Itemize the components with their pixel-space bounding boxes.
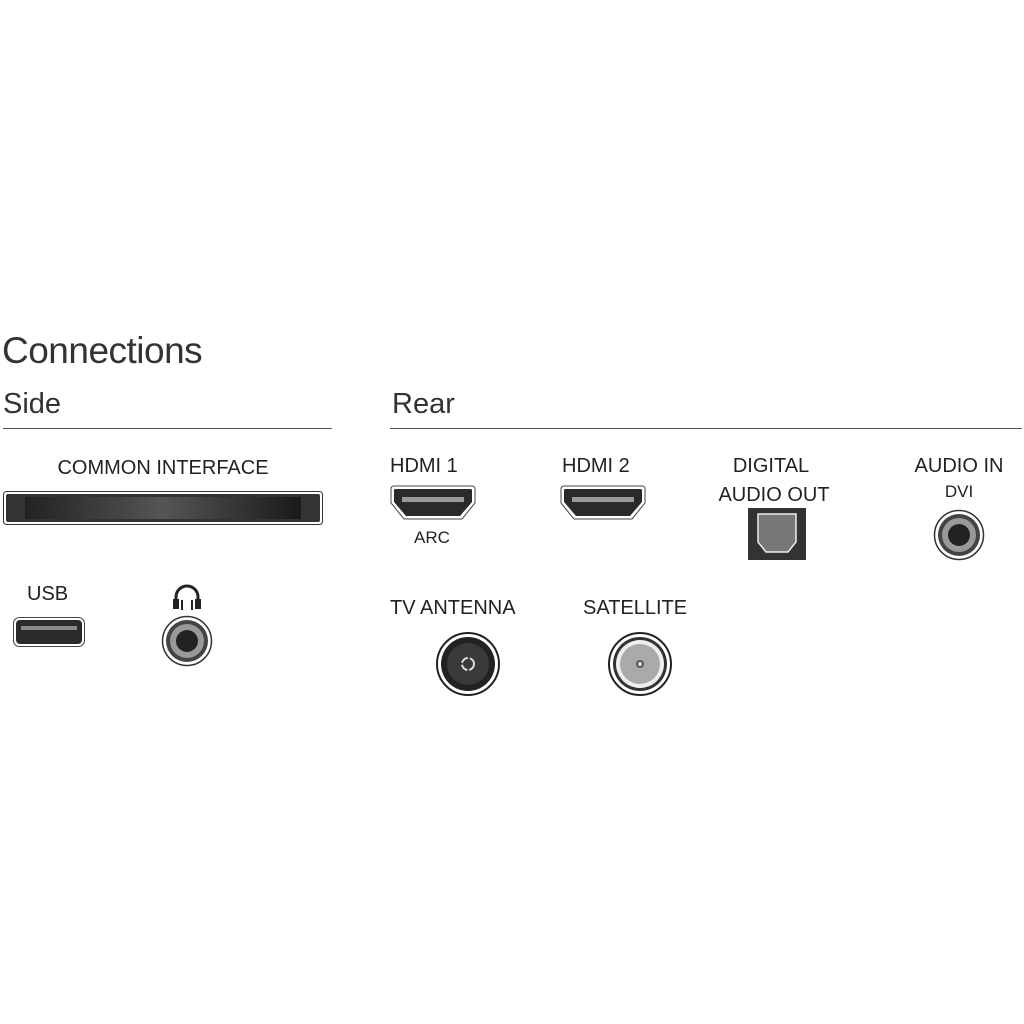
audio-in-dvi-label: DVI <box>944 482 974 501</box>
satellite-label: SATELLITE <box>583 597 688 619</box>
hdmi2-label: HDMI 2 <box>562 455 630 477</box>
headphone-jack-icon <box>161 615 213 667</box>
headphones-icon <box>173 584 201 610</box>
usb-port-icon <box>13 617 85 647</box>
side-heading: Side <box>3 388 62 420</box>
rear-heading: Rear <box>392 388 455 420</box>
hdmi1-port-icon <box>390 485 476 520</box>
page-title: Connections <box>2 330 203 371</box>
tv-antenna-label: TV ANTENNA <box>390 597 516 619</box>
optical-port-icon <box>748 508 806 560</box>
hdmi1-label: HDMI 1 <box>390 455 458 477</box>
audio-in-jack-icon <box>933 509 985 561</box>
usb-label: USB <box>27 583 69 605</box>
audio-in-label: AUDIO IN <box>914 455 1004 477</box>
digital-audio-out-label-line2: AUDIO OUT <box>718 484 830 506</box>
rear-divider <box>390 428 1022 429</box>
hdmi1-arc-label: ARC <box>414 528 450 547</box>
hdmi2-port-icon <box>560 485 646 520</box>
side-divider <box>3 428 332 429</box>
common-interface-label: COMMON INTERFACE <box>57 457 269 479</box>
satellite-port-icon <box>608 632 672 696</box>
tv-antenna-port-icon <box>436 632 500 696</box>
digital-audio-out-label-line1: DIGITAL <box>732 455 810 477</box>
common-interface-slot-icon <box>3 491 323 525</box>
